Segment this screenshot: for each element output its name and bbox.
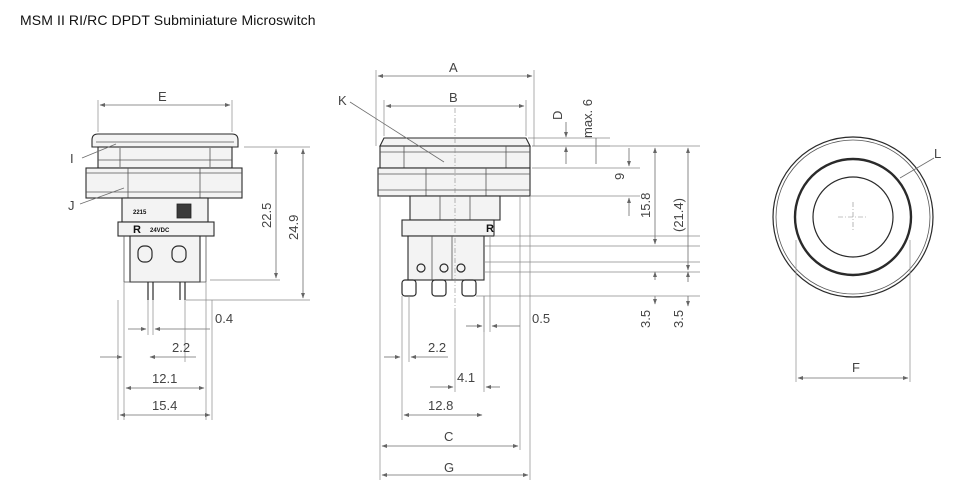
dim-2-2-front: 2.2 <box>172 340 190 355</box>
dim-3-5-b: 3.5 <box>671 310 686 328</box>
dim-4-1: 4.1 <box>457 370 475 385</box>
voltage-marking: 24VDC <box>150 228 170 234</box>
label-L: L <box>934 146 941 161</box>
label-C: C <box>444 429 453 444</box>
dim-12-1: 12.1 <box>152 371 177 386</box>
code-marking: 2215 <box>133 210 147 216</box>
label-B: B <box>449 90 458 105</box>
dim-2-2-side: 2.2 <box>428 340 446 355</box>
dim-12-8: 12.8 <box>428 398 453 413</box>
dim-9: 9 <box>612 173 627 180</box>
front-view-dimensions: E 22.5 24.9 0.4 2.2 12.1 15.4 I J <box>68 89 310 420</box>
top-view: L <box>772 136 941 298</box>
label-K: K <box>338 93 347 108</box>
dim-21-4: (21.4) <box>671 198 686 232</box>
label-A: A <box>449 60 458 75</box>
letter-marking: R <box>133 224 141 236</box>
dim-22-5: 22.5 <box>259 203 274 228</box>
dim-max-6: max. 6 <box>580 99 595 138</box>
label-D: D <box>550 111 565 120</box>
dim-0-5: 0.5 <box>532 311 550 326</box>
label-E: E <box>158 89 167 104</box>
side-view: R <box>377 108 531 310</box>
label-J: J <box>68 198 75 213</box>
letter-marking-side: R <box>486 223 494 235</box>
label-I: I <box>70 151 74 166</box>
dim-24-9: 24.9 <box>286 215 301 240</box>
label-G: G <box>444 460 454 475</box>
dim-15-4: 15.4 <box>152 398 177 413</box>
label-F: F <box>852 360 860 375</box>
side-view-dimensions: A B K D max. 6 9 15.8 (21.4) 3.5 <box>338 60 700 480</box>
dim-0-4: 0.4 <box>215 311 233 326</box>
top-view-dimensions: F <box>795 240 911 382</box>
page-title: MSM II RI/RC DPDT Subminiature Microswit… <box>20 12 316 28</box>
dim-3-5-a: 3.5 <box>638 310 653 328</box>
dim-15-8: 15.8 <box>638 193 653 218</box>
front-view: 2215 R 24VDC <box>85 133 243 300</box>
